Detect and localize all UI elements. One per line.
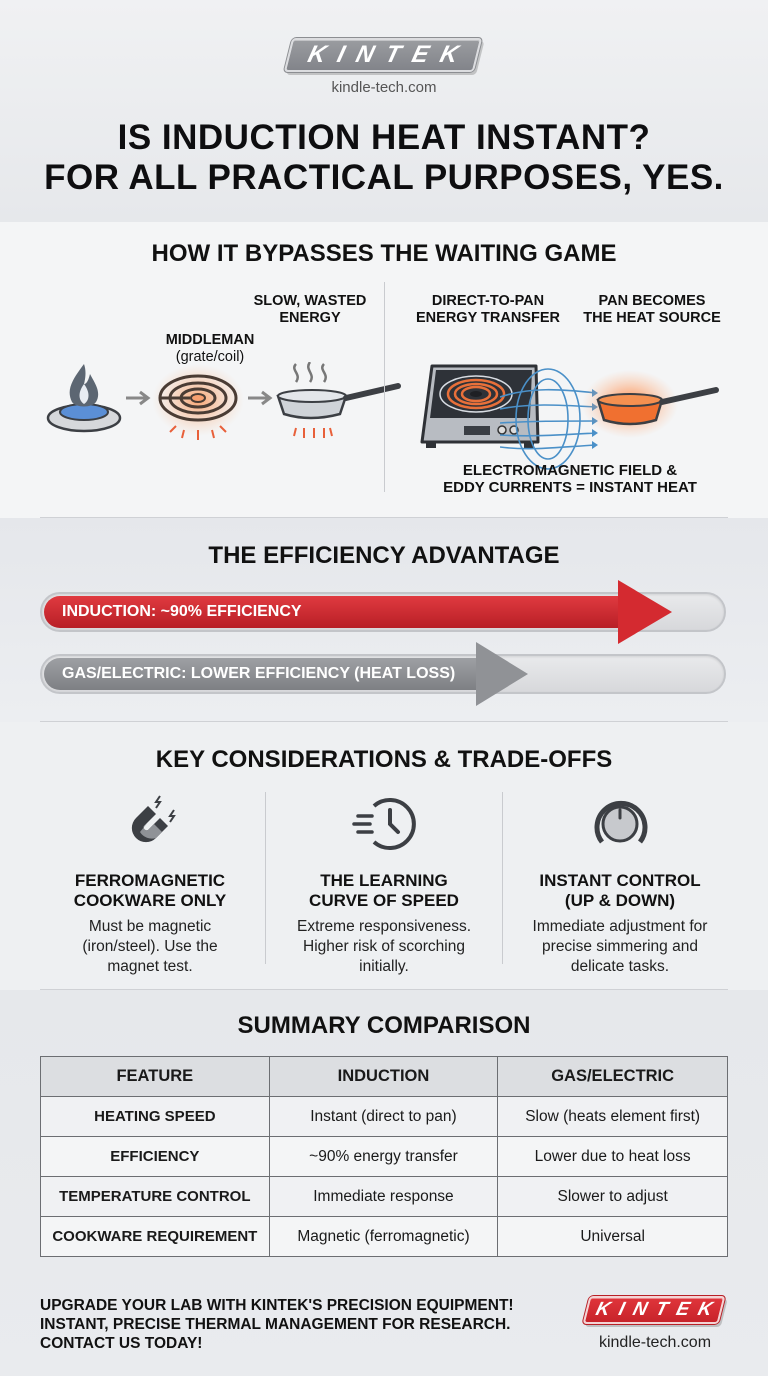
- table-header-row: FEATURE INDUCTION GAS/ELECTRIC: [40, 1056, 728, 1097]
- summary-section: SUMMARY COMPARISON FEATURE INDUCTION GAS…: [0, 990, 768, 1376]
- website-link-footer[interactable]: kindle-tech.com: [598, 1334, 712, 1351]
- kintek-logo-footer[interactable]: KINTEK: [581, 1295, 727, 1325]
- pan-icon: [276, 362, 401, 438]
- section-title: KEY CONSIDERATIONS & TRADE-OFFS: [155, 746, 613, 773]
- table-row: COOKWARE REQUIREMENT Magnetic (ferromagn…: [40, 1216, 728, 1257]
- comparison-table: FEATURE INDUCTION GAS/ELECTRIC HEATING S…: [40, 1056, 728, 1257]
- electromagnetic-label: ELECTROMAGNETIC FIELD & EDDY CURRENTS = …: [443, 462, 697, 496]
- header: KINTEK kindle-tech.com IS INDUCTION HEAT…: [0, 0, 768, 222]
- table-row: EFFICIENCY ~90% energy transfer Lower du…: [40, 1136, 728, 1177]
- bypass-section: HOW IT BYPASSES THE WAITING GAME MIDDLEM…: [0, 222, 768, 518]
- table-row: HEATING SPEED Instant (direct to pan) Sl…: [40, 1096, 728, 1137]
- website-link[interactable]: kindle-tech.com: [331, 79, 437, 96]
- fast-clock-icon: [352, 798, 416, 850]
- column-divider: [265, 792, 266, 964]
- arrow-right-icon: [126, 390, 151, 406]
- section-title: SUMMARY COMPARISON: [237, 1012, 531, 1039]
- efficiency-section: THE EFFICIENCY ADVANTAGE INDUCTION: ~90%…: [0, 518, 768, 722]
- middleman-label: MIDDLEMAN (grate/coil): [165, 332, 255, 365]
- magnet-icon: [131, 795, 176, 843]
- arrow-head-icon: [618, 580, 672, 644]
- section-divider: [40, 989, 728, 990]
- gas-burner-icon: [46, 364, 122, 433]
- considerations-section: KEY CONSIDERATIONS & TRADE-OFFS FERROMAG…: [0, 722, 768, 990]
- section-title: HOW IT BYPASSES THE WAITING GAME: [151, 240, 617, 267]
- logo-text: KINTEK: [305, 41, 474, 68]
- magnetic-field-icon: [500, 368, 598, 470]
- direct-transfer-label: DIRECT-TO-PAN ENERGY TRANSFER: [416, 293, 560, 326]
- arrow-right-icon: [248, 390, 273, 406]
- section-divider: [40, 721, 728, 722]
- call-to-action: UPGRADE YOUR LAB WITH KINTEK'S PRECISION…: [40, 1297, 514, 1352]
- page-title: IS INDUCTION HEAT INSTANT? FOR ALL PRACT…: [44, 118, 724, 197]
- logo-text: KINTEK: [593, 1299, 724, 1320]
- consideration-card: INSTANT CONTROL(UP & DOWN) Immediate adj…: [500, 792, 740, 977]
- wasted-energy-label: SLOW, WASTED ENERGY: [253, 293, 367, 326]
- table-row: TEMPERATURE CONTROL Immediate response S…: [40, 1176, 728, 1217]
- electric-coil-icon: [152, 364, 244, 440]
- hot-pan-icon: [582, 370, 719, 438]
- efficiency-bar-gas-electric: GAS/ELECTRIC: LOWER EFFICIENCY (HEAT LOS…: [40, 642, 726, 706]
- section-divider: [40, 517, 728, 518]
- column-divider: [502, 792, 503, 964]
- section-title: THE EFFICIENCY ADVANTAGE: [208, 542, 560, 569]
- pan-heat-source-label: PAN BECOMES THE HEAT SOURCE: [583, 293, 721, 326]
- section-divider: [384, 282, 385, 492]
- efficiency-bar-induction: INDUCTION: ~90% EFFICIENCY: [40, 580, 726, 644]
- induction-cooktop-icon: [420, 364, 540, 448]
- kintek-logo[interactable]: KINTEK: [282, 37, 484, 73]
- control-knob-icon: [594, 800, 648, 844]
- arrow-head-icon: [476, 642, 528, 706]
